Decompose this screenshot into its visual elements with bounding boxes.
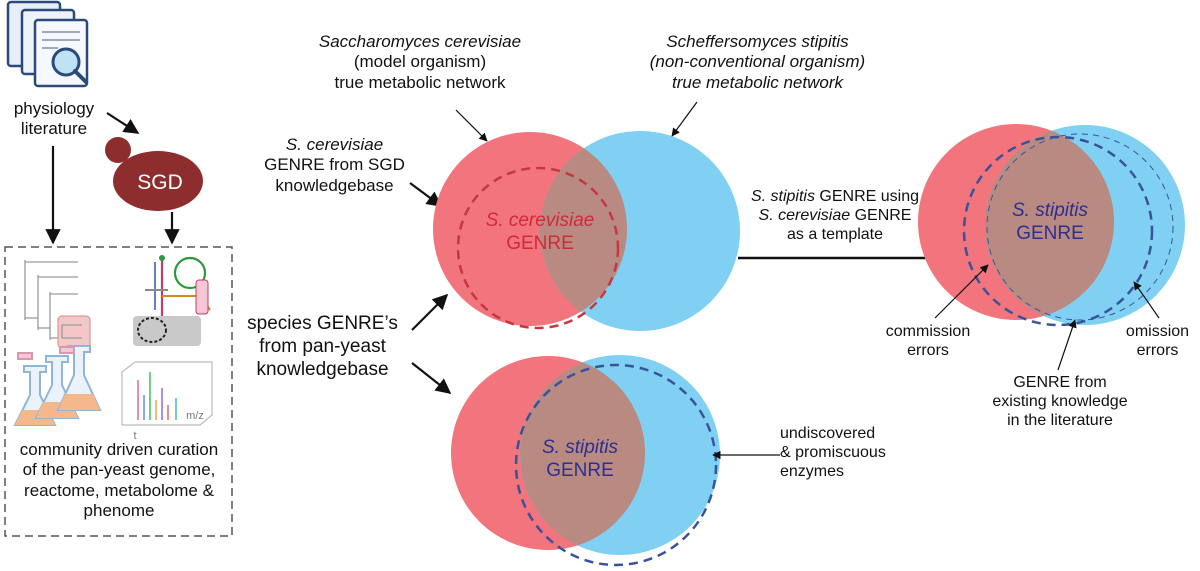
- existing-knowledge-line1: GENRE from: [1013, 374, 1107, 391]
- ssti-network-label-line2: (non-conventional organism): [649, 52, 866, 72]
- undiscovered-enzymes-label: undiscovered & promiscuous enzymes: [780, 424, 890, 482]
- curation-caption-line3: reactome, metabolome &: [24, 480, 214, 500]
- venn-right-genre-label: S. stipitis GENRE: [1000, 200, 1100, 246]
- undiscovered-enzymes-line2: & promiscuous: [780, 444, 886, 462]
- venn-bottom-dashed-genre: [514, 363, 718, 567]
- venn-top-genre-line1: S. cerevisiae: [485, 210, 595, 231]
- template-label-line1: S. stipitis GENRE using: [735, 187, 935, 206]
- venn-right-dashed-genre: [962, 135, 1154, 327]
- mass-spectrum-icon: [121, 361, 213, 426]
- undiscovered-enzymes-line3: enzymes: [780, 463, 845, 481]
- venn-bottom-genre-line1: S. stipitis: [541, 437, 619, 458]
- curation-caption-line2: of the pan-yeast genome,: [22, 460, 216, 480]
- venn-top-dashed-genre: [456, 166, 620, 330]
- commission-errors-line2: errors: [907, 342, 949, 360]
- spectrum-mz-label: m/z: [186, 410, 204, 422]
- template-label-line1-rest: GENRE using: [814, 188, 920, 205]
- template-label-line3: as a template: [786, 226, 884, 244]
- pan-yeast-label-line3: knowledgebase: [256, 358, 389, 380]
- pointer-ssti: [671, 101, 698, 137]
- metabolic-network-icon: [133, 255, 211, 346]
- curation-caption-line1: community driven curation: [19, 440, 219, 459]
- pointer-omission: [1133, 281, 1160, 319]
- template-label-line2-species: S. cerevisiae: [758, 207, 851, 225]
- venn-bottom-overlap: [520, 356, 645, 550]
- existing-knowledge-line3: in the literature: [1007, 412, 1113, 430]
- ssti-network-label: Scheffersomyces stipitis (non-convention…: [640, 32, 875, 93]
- arrow-pan-bottom: [411, 362, 452, 394]
- undiscovered-enzymes-line1: undiscovered: [780, 425, 876, 442]
- venn-bottom-genre-line2: GENRE: [546, 459, 614, 481]
- pan-yeast-label-line2: from pan-yeast: [259, 335, 386, 357]
- sgd-logo-text: SGD: [137, 171, 183, 194]
- template-label-line2-rest: GENRE: [850, 207, 912, 225]
- venn-bottom: [451, 355, 720, 567]
- phylogeny-tree-icon: [24, 260, 91, 349]
- pan-yeast-label-line1: species GENRE’s: [247, 313, 398, 334]
- scer-network-label-line1: Saccharomyces cerevisiae: [318, 32, 522, 51]
- existing-knowledge-label: GENRE from existing knowledge in the lit…: [980, 373, 1140, 431]
- scer-network-label: Saccharomyces cerevisiae (model organism…: [290, 32, 550, 93]
- template-label-line2: S. cerevisiae GENRE: [735, 206, 935, 225]
- culture-flasks-icon: [13, 345, 102, 426]
- sgd-genre-label-line1: S. cerevisiae: [285, 135, 384, 154]
- curation-caption: community driven curation of the pan-yea…: [6, 440, 232, 522]
- literature-label-line1: physiology: [13, 99, 95, 118]
- omission-errors-line1: omission: [1125, 323, 1190, 340]
- omission-errors-label: omission errors: [1115, 322, 1200, 360]
- venn-bottom-genre-label: S. stipitis GENRE: [530, 437, 630, 483]
- commission-errors-label: commission errors: [878, 322, 978, 360]
- literature-label-line2: literature: [20, 119, 88, 139]
- document-stack-icon: [6, 0, 89, 88]
- arrow-literature-sgd: [106, 112, 140, 134]
- sgd-genre-label: S. cerevisiae GENRE from SGD knowledgeba…: [252, 135, 417, 196]
- existing-knowledge-line2: existing knowledge: [992, 393, 1128, 411]
- pan-yeast-label: species GENRE’s from pan-yeast knowledge…: [230, 313, 415, 381]
- literature-label: physiology literature: [0, 99, 108, 140]
- scer-network-label-line3: true metabolic network: [334, 72, 506, 92]
- venn-top-overlap: [540, 132, 627, 326]
- venn-top: [433, 131, 740, 331]
- template-label: S. stipitis GENRE using S. cerevisiae GE…: [735, 187, 935, 245]
- arrow-pan-top: [411, 293, 449, 331]
- ssti-network-label-line3: true metabolic network: [671, 72, 844, 92]
- sgd-genre-label-line2: GENRE from SGD: [264, 155, 405, 175]
- commission-errors-line1: commission: [885, 323, 971, 340]
- venn-top-genre-line2: GENRE: [506, 232, 574, 254]
- venn-top-genre-label: S. cerevisiae GENRE: [485, 210, 595, 256]
- venn-right-genre-line1: S. stipitis: [1011, 200, 1089, 221]
- sgd-genre-label-line3: knowledgebase: [275, 175, 394, 195]
- scer-network-label-line2: (model organism): [353, 52, 487, 72]
- ssti-network-label-line1: Scheffersomyces stipitis: [666, 32, 849, 51]
- sgd-logo: [105, 137, 203, 211]
- pointer-commission: [934, 264, 989, 319]
- spectrum-t-label: t: [133, 430, 137, 442]
- venn-right-overlap: [985, 125, 1114, 320]
- curation-caption-line4: phenome: [83, 501, 155, 521]
- curation-box: [4, 246, 233, 537]
- venn-right-thin-dashed: [986, 133, 1174, 321]
- venn-right: [918, 124, 1185, 327]
- pointer-scer: [455, 109, 488, 142]
- omission-errors-line2: errors: [1136, 342, 1179, 360]
- venn-right-genre-line2: GENRE: [1016, 222, 1084, 244]
- template-label-line1-species: S. stipitis: [750, 188, 815, 205]
- arrow-sgd-genre: [409, 182, 443, 207]
- pointer-existing: [1057, 319, 1077, 371]
